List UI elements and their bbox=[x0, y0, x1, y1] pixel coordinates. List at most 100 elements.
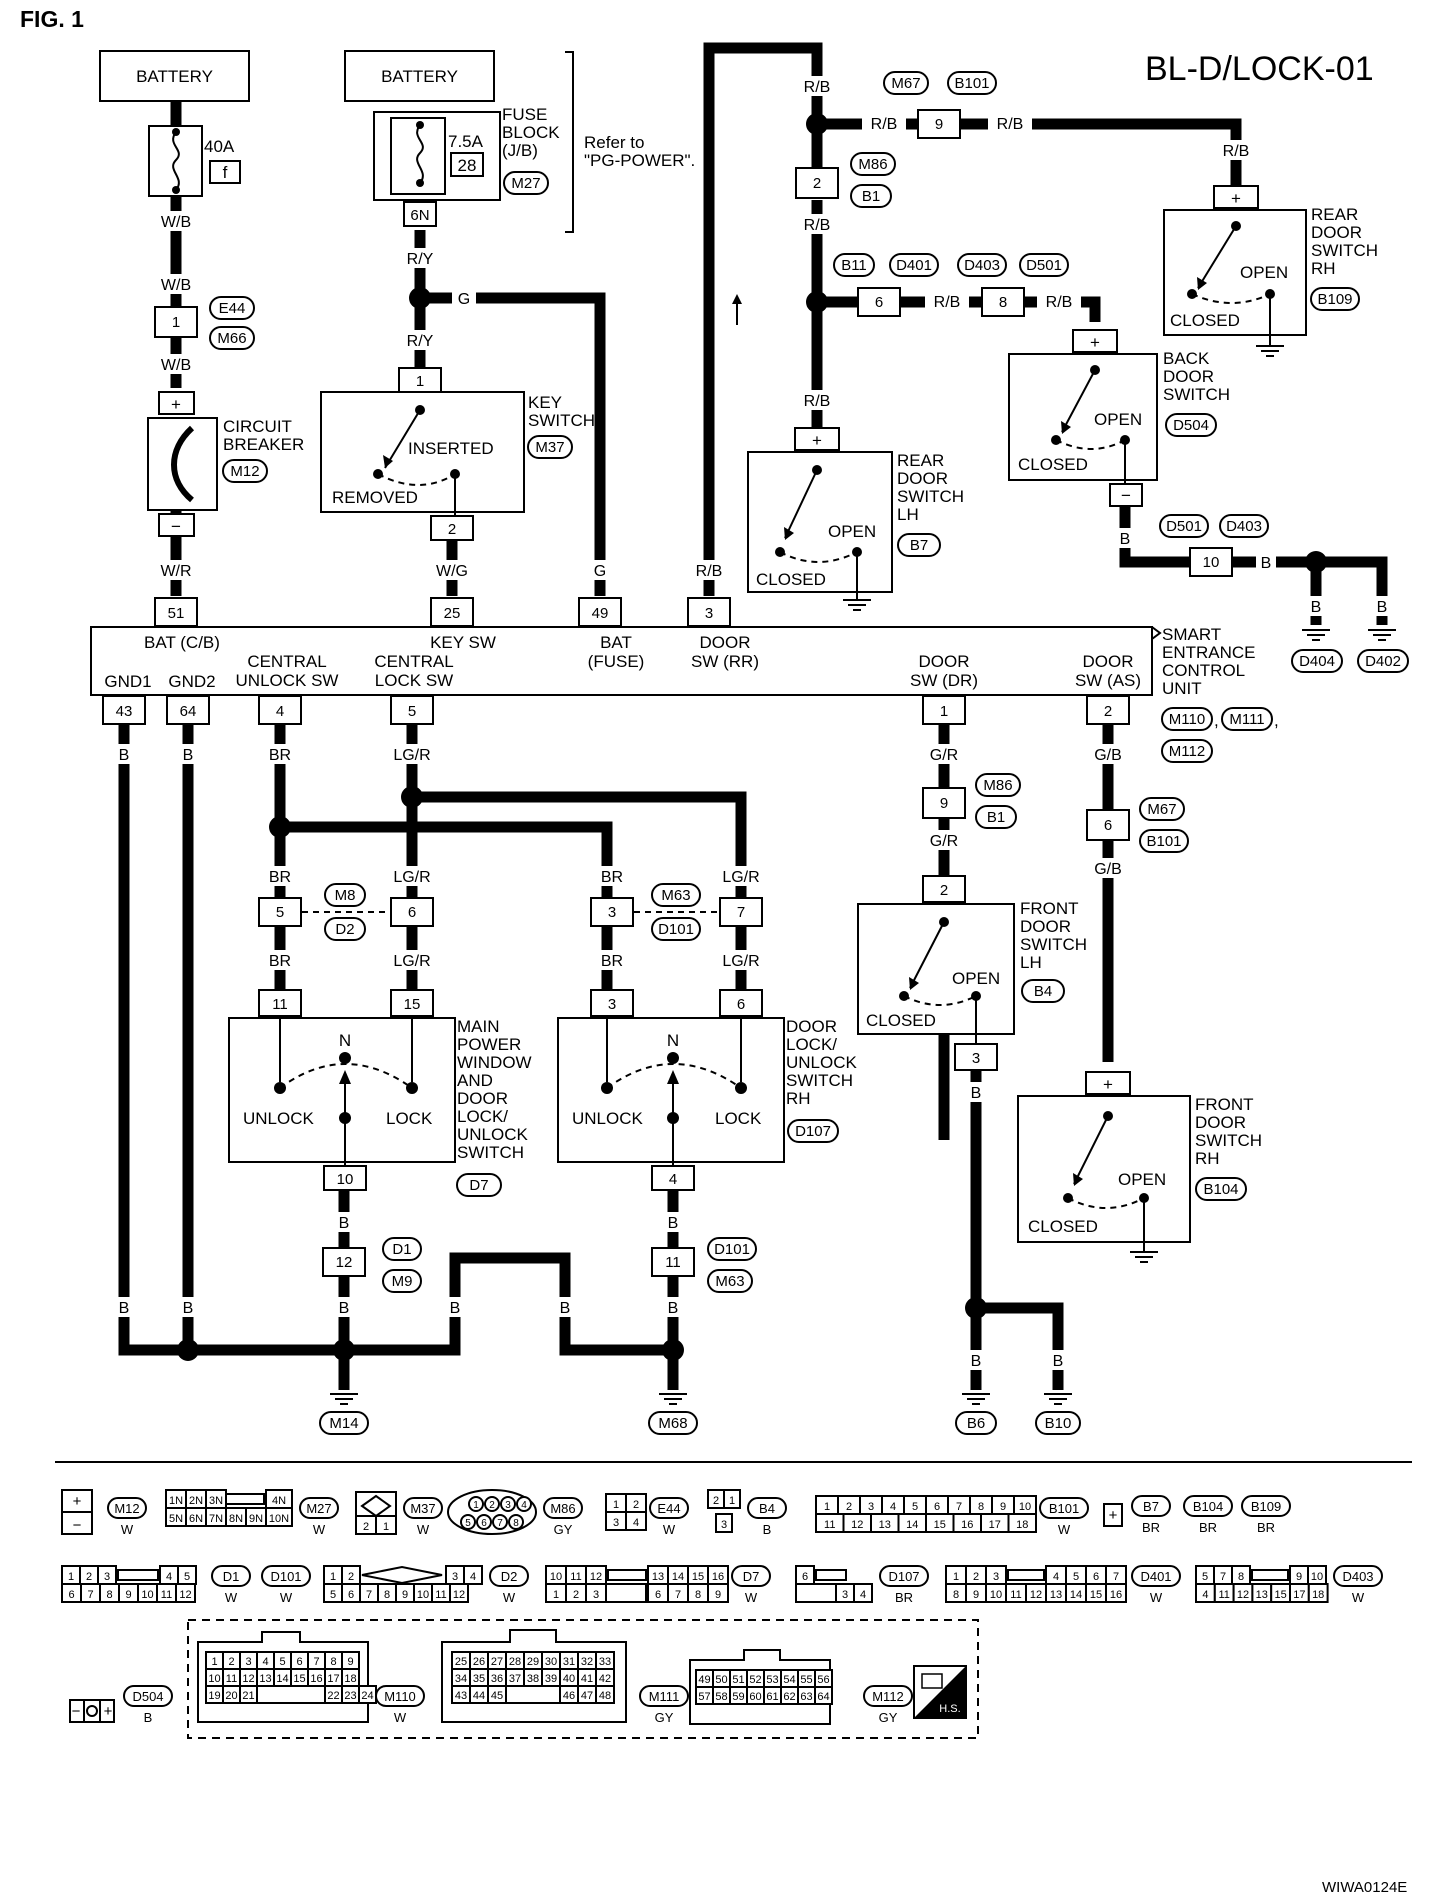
connector-color: W bbox=[121, 1522, 134, 1537]
svg-text:M63: M63 bbox=[715, 1273, 744, 1290]
ground-m68: M68 bbox=[648, 1393, 698, 1435]
svg-text:4: 4 bbox=[521, 1500, 527, 1511]
svg-text:6: 6 bbox=[1093, 1571, 1099, 1583]
svg-text:SW (DR): SW (DR) bbox=[910, 671, 978, 690]
svg-text:OPEN: OPEN bbox=[1118, 1170, 1166, 1189]
svg-text:B: B bbox=[183, 1300, 194, 1317]
svg-text:B11: B11 bbox=[841, 257, 867, 274]
svg-text:UNLOCK: UNLOCK bbox=[457, 1125, 529, 1144]
svg-text:M112: M112 bbox=[1169, 743, 1205, 760]
connector-id: M86 bbox=[550, 1501, 575, 1516]
svg-text:D501: D501 bbox=[1026, 257, 1062, 274]
joint-m86-b1-mid: 9 M86 B1 bbox=[922, 773, 1021, 829]
svg-text:54: 54 bbox=[783, 1674, 795, 1686]
connector-id: D1 bbox=[223, 1569, 240, 1584]
svg-text:B: B bbox=[183, 747, 194, 764]
svg-text:12: 12 bbox=[453, 1589, 465, 1601]
svg-text:SWITCH: SWITCH bbox=[1020, 935, 1087, 954]
svg-text:R/B: R/B bbox=[1046, 294, 1073, 311]
svg-text:−: − bbox=[171, 517, 181, 536]
connector-color: BR bbox=[895, 1590, 913, 1605]
svg-text:48: 48 bbox=[599, 1690, 611, 1702]
svg-text:7N: 7N bbox=[209, 1513, 223, 1525]
connector-color: BR bbox=[1199, 1520, 1217, 1535]
svg-text:M110: M110 bbox=[1169, 711, 1205, 728]
connector-color: GY bbox=[655, 1710, 674, 1725]
svg-text:2: 2 bbox=[573, 1589, 579, 1601]
svg-text:15: 15 bbox=[293, 1673, 305, 1685]
svg-text:"PG-POWER".: "PG-POWER". bbox=[584, 151, 695, 170]
svg-text:M14: M14 bbox=[329, 1415, 358, 1432]
svg-text:B: B bbox=[339, 1215, 350, 1232]
svg-text:8: 8 bbox=[106, 1589, 112, 1601]
svg-text:44: 44 bbox=[473, 1690, 485, 1702]
svg-text:SWITCH: SWITCH bbox=[786, 1071, 853, 1090]
svg-text:22: 22 bbox=[327, 1690, 339, 1702]
svg-text:D403: D403 bbox=[964, 257, 1000, 274]
svg-text:LOCK/: LOCK/ bbox=[457, 1107, 508, 1126]
svg-text:6N: 6N bbox=[410, 207, 429, 224]
svg-text:3: 3 bbox=[993, 1571, 999, 1583]
joint-m86-b1-top: 2 M86 B1 bbox=[795, 152, 896, 208]
svg-text:M12: M12 bbox=[230, 463, 259, 480]
svg-text:28: 28 bbox=[458, 156, 477, 175]
svg-text:37: 37 bbox=[509, 1673, 521, 1685]
svg-text:64: 64 bbox=[180, 703, 197, 720]
svg-text:18: 18 bbox=[1312, 1589, 1324, 1601]
svg-text:4: 4 bbox=[1202, 1589, 1208, 1601]
svg-text:RH: RH bbox=[1311, 259, 1336, 278]
svg-text:DOOR: DOOR bbox=[1020, 917, 1071, 936]
svg-text:B6: B6 bbox=[967, 1415, 985, 1432]
svg-text:SWITCH: SWITCH bbox=[1311, 241, 1378, 260]
svg-text:3N: 3N bbox=[209, 1495, 223, 1507]
svg-text:5: 5 bbox=[465, 1518, 471, 1529]
svg-text:AND: AND bbox=[457, 1071, 493, 1090]
svg-text:2: 2 bbox=[448, 521, 456, 538]
svg-text:26: 26 bbox=[473, 1656, 485, 1668]
svg-text:32: 32 bbox=[581, 1656, 593, 1668]
svg-text:51: 51 bbox=[168, 605, 185, 622]
circuit-breaker: + − CIRCUIT BREAKER M12 bbox=[147, 391, 304, 537]
svg-text:POWER: POWER bbox=[457, 1035, 521, 1054]
svg-text:1: 1 bbox=[416, 373, 424, 390]
svg-text:18: 18 bbox=[1016, 1519, 1028, 1531]
svg-text:16: 16 bbox=[310, 1673, 322, 1685]
svg-text:24: 24 bbox=[361, 1690, 373, 1702]
svg-text:W/B: W/B bbox=[161, 214, 191, 231]
svg-text:LH: LH bbox=[897, 505, 919, 524]
svg-text:B7: B7 bbox=[910, 537, 928, 554]
svg-text:CIRCUIT: CIRCUIT bbox=[223, 417, 292, 436]
svg-text:B: B bbox=[119, 747, 130, 764]
main-power-window-switch: 11 15 N UNLOCK LOCK 10 MAIN POWER WINDOW… bbox=[228, 989, 532, 1197]
svg-text:D1: D1 bbox=[392, 1241, 411, 1258]
connector-id: M111 bbox=[649, 1689, 680, 1704]
svg-text:6: 6 bbox=[1104, 817, 1112, 834]
rear-door-switch-lh: + OPEN CLOSED REAR DOOR SWITCH LH B7 bbox=[747, 427, 964, 611]
svg-text:12: 12 bbox=[242, 1673, 254, 1685]
joint-m67-b101-mid: 6 M67 B101 bbox=[1086, 797, 1189, 853]
svg-text:2: 2 bbox=[1104, 703, 1112, 720]
svg-text:6: 6 bbox=[875, 294, 883, 311]
connector-id: M110 bbox=[384, 1689, 416, 1704]
svg-text:D501: D501 bbox=[1166, 518, 1202, 535]
svg-text:INSERTED: INSERTED bbox=[408, 439, 494, 458]
svg-text:4: 4 bbox=[1053, 1571, 1059, 1583]
svg-text:29: 29 bbox=[527, 1656, 539, 1668]
svg-text:6: 6 bbox=[408, 904, 416, 921]
svg-text:9: 9 bbox=[973, 1589, 979, 1601]
svg-text:21: 21 bbox=[242, 1690, 254, 1702]
svg-text:12: 12 bbox=[851, 1519, 863, 1531]
svg-text:+: + bbox=[1090, 333, 1100, 352]
svg-text:13: 13 bbox=[879, 1519, 891, 1531]
svg-text:10: 10 bbox=[550, 1571, 562, 1583]
svg-text:R/B: R/B bbox=[997, 116, 1024, 133]
svg-text:1: 1 bbox=[553, 1589, 559, 1601]
connector-id: B7 bbox=[1143, 1499, 1159, 1514]
svg-text:16: 16 bbox=[961, 1519, 973, 1531]
svg-text:3: 3 bbox=[972, 1050, 980, 1067]
svg-text:+: + bbox=[104, 1703, 113, 1720]
